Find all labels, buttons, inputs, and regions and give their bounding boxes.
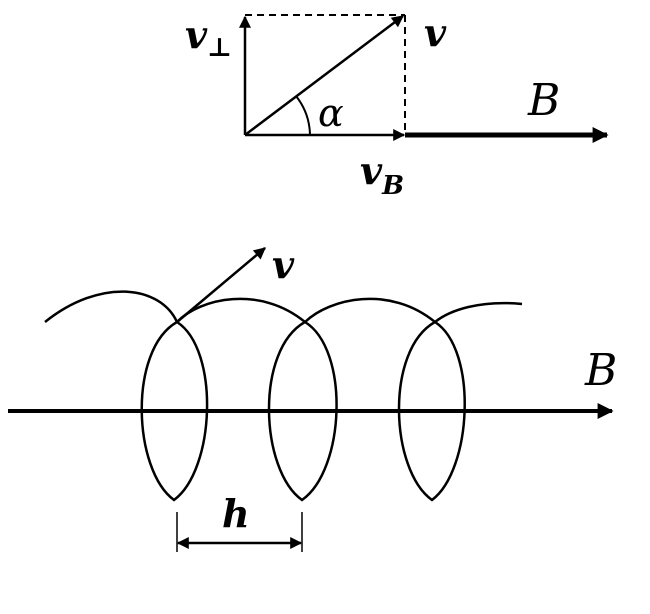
field-label-top: B — [527, 75, 560, 126]
helix-path — [44, 290, 523, 502]
helix-velocity-label: v — [272, 242, 295, 287]
helix-trajectory: v B h — [8, 242, 617, 552]
pitch-label: h — [222, 491, 250, 536]
velocity-arrow — [244, 15, 404, 136]
angle-label: α — [318, 91, 344, 135]
helix-velocity-arrow — [176, 247, 266, 323]
velocity-label: v — [424, 10, 447, 55]
angle-arc — [295, 95, 311, 136]
vector-decomposition: v v⊥ α vB B — [185, 10, 609, 201]
perpendicular-velocity-label: v⊥ — [185, 12, 232, 63]
parallel-velocity-label: vB — [360, 148, 404, 201]
field-label-bottom: B — [584, 345, 617, 396]
